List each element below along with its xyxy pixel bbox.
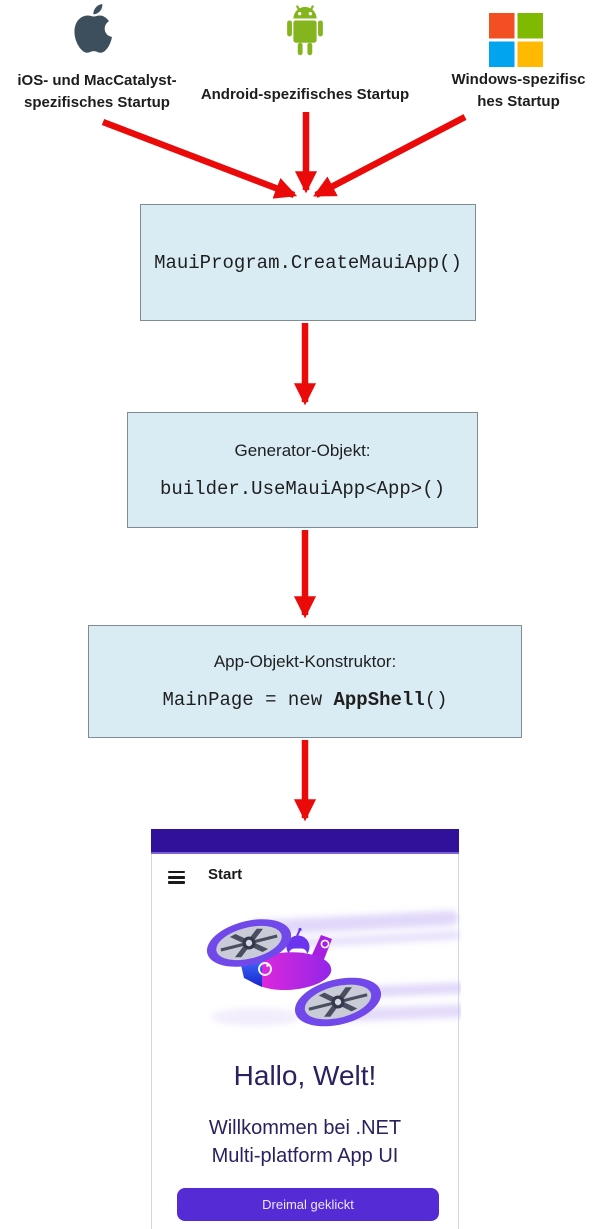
ios-startup-label: iOS- und MacCatalyst- spezifisches Start…	[17, 72, 177, 111]
box1-code: MauiProgram.CreateMauiApp()	[154, 251, 462, 274]
box-app-constructor: App-Objekt-Konstruktor: MainPage = new A…	[88, 625, 522, 738]
box-generator-object: Generator-Objekt: builder.UseMauiApp<App…	[127, 412, 478, 528]
box3-code-suffix: ()	[424, 689, 448, 711]
box-create-maui-app: MauiProgram.CreateMauiApp()	[140, 204, 476, 321]
click-counter-button[interactable]: Dreimal geklickt	[177, 1188, 439, 1221]
box2-title: Generator-Objekt:	[234, 440, 371, 460]
arrow-ios-to-box1	[101, 118, 298, 199]
hamburger-menu-icon[interactable]	[168, 871, 185, 884]
arrow-windows-to-box1	[313, 114, 467, 198]
android-startup-label: Android-spezifisches Startup	[200, 86, 410, 103]
apple-icon	[74, 4, 122, 53]
app-titlebar	[151, 829, 459, 854]
box3-code: MainPage = new AppShell()	[162, 689, 447, 711]
welcome-label: Willkommen bei .NET Multi-platform App U…	[208, 1117, 402, 1167]
app-window: Start	[151, 854, 461, 1229]
android-icon	[287, 5, 323, 56]
box3-code-bold: AppShell	[333, 689, 425, 711]
box3-title: App-Objekt-Konstruktor:	[213, 652, 397, 671]
windows-icon	[489, 13, 543, 67]
windows-startup-label: Windows-spezifisc hes Startup	[451, 71, 586, 110]
box3-code-prefix: MainPage = new	[162, 689, 334, 711]
dotnet-bot-image	[206, 910, 461, 1027]
hello-world-label: Hallo, Welt!	[233, 1060, 377, 1091]
app-nav-title: Start	[208, 866, 243, 883]
box2-code: builder.UseMauiApp<App>()	[159, 477, 446, 500]
